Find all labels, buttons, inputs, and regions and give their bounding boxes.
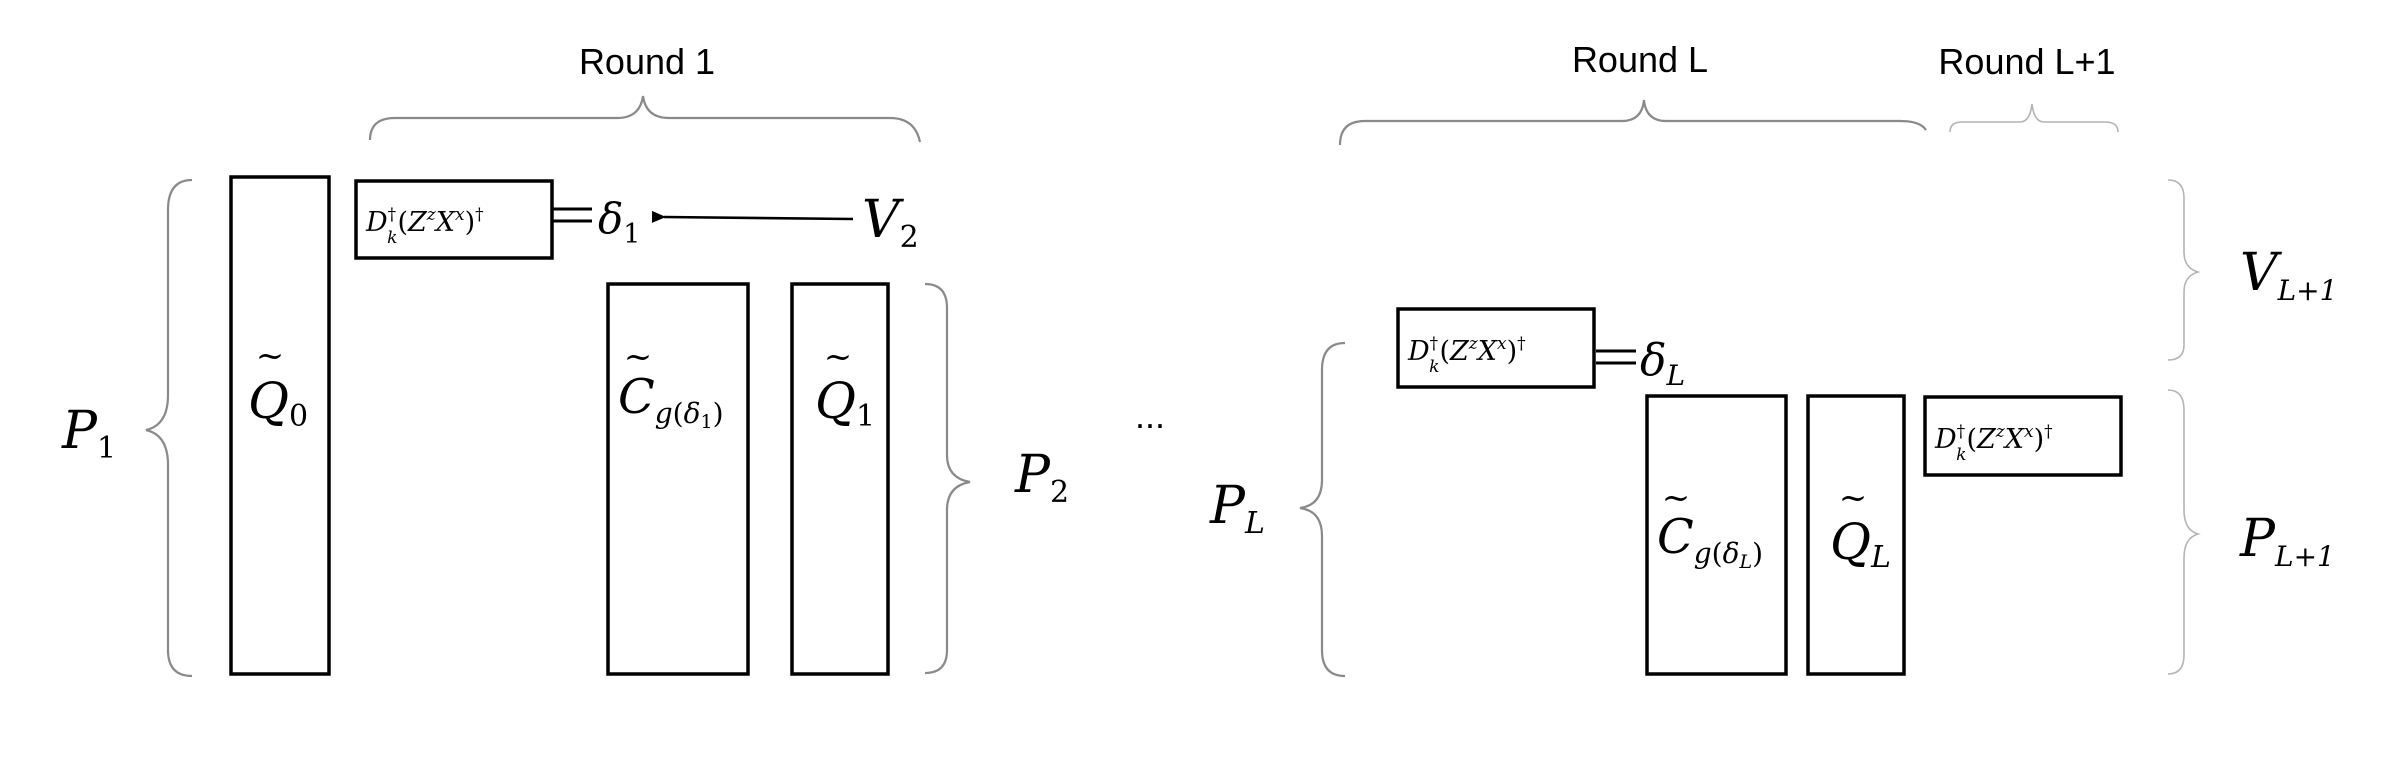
ql-label: ~ QL xyxy=(1830,478,1891,575)
svg-text:~: ~ xyxy=(1839,478,1868,518)
vl1-brace xyxy=(2167,179,2201,361)
v2-label: V2 xyxy=(862,190,919,255)
pl1-brace xyxy=(2167,389,2201,675)
delta-l-label: δL xyxy=(1640,335,1685,392)
c-round1-label: ~ Cg(δ1) xyxy=(618,337,724,433)
round-1-brace xyxy=(368,95,922,143)
svg-text:~: ~ xyxy=(624,337,653,377)
c-box-roundl xyxy=(1645,394,1788,676)
svg-text:~: ~ xyxy=(824,337,853,377)
d-expression-roundl: D†k(ZzXx)† xyxy=(1407,334,1526,377)
c-roundl-label: ~ Cg(δL) xyxy=(1657,478,1763,573)
d-expression-roundl1: D†k(ZzXx)† xyxy=(1934,422,2053,465)
c-box-round1 xyxy=(606,282,750,676)
svg-text:~: ~ xyxy=(1662,478,1691,518)
q1-box xyxy=(790,282,890,676)
svg-text:D†k(ZzXx)†: D†k(ZzXx)† xyxy=(1934,422,2053,465)
round-l-brace xyxy=(1338,99,1927,146)
svg-text:D†k(ZzXx)†: D†k(ZzXx)† xyxy=(1407,334,1526,377)
equals-connector-1 xyxy=(553,207,592,223)
d-box-round1 xyxy=(354,179,554,260)
svg-text:Q1: Q1 xyxy=(815,372,875,434)
p1-label: P1 xyxy=(61,401,116,466)
svg-text:QL: QL xyxy=(1830,513,1891,575)
round-l1-label: Round L+1 xyxy=(1938,41,2115,82)
p1-brace xyxy=(145,178,193,678)
pl-brace xyxy=(1299,341,1346,678)
d-box-roundl xyxy=(1396,307,1596,389)
q1-label: ~ Q1 xyxy=(815,337,875,434)
d-expression-round1: D†k(ZzXx)† xyxy=(365,205,484,248)
ql-box xyxy=(1806,394,1906,676)
arrow-v2-to-delta1 xyxy=(651,210,854,223)
pl-label: PL xyxy=(1209,476,1265,541)
round-1-label: Round 1 xyxy=(579,41,715,82)
pl1-label: PL+1 xyxy=(2239,509,2335,573)
svg-text:Cg(δ1): Cg(δ1) xyxy=(618,369,724,433)
q0-box xyxy=(229,175,331,676)
round-l1-brace xyxy=(1949,103,2119,133)
equals-connector-l xyxy=(1596,349,1636,365)
q0-label: ~ Q0 xyxy=(248,336,308,434)
vl1-label: VL+1 xyxy=(2240,243,2337,307)
ellipsis: ... xyxy=(1135,395,1165,436)
svg-text:Cg(δL): Cg(δL) xyxy=(1657,509,1763,573)
round-l-label: Round L xyxy=(1572,39,1708,80)
svg-text:Q0: Q0 xyxy=(248,372,308,434)
d-box-roundl1 xyxy=(1923,395,2123,477)
delta-1-label: δ1 xyxy=(598,194,640,250)
p2-brace xyxy=(924,282,971,675)
svg-text:D†k(ZzXx)†: D†k(ZzXx)† xyxy=(365,205,484,248)
p2-label: P2 xyxy=(1014,445,1069,510)
svg-text:~: ~ xyxy=(256,336,285,376)
